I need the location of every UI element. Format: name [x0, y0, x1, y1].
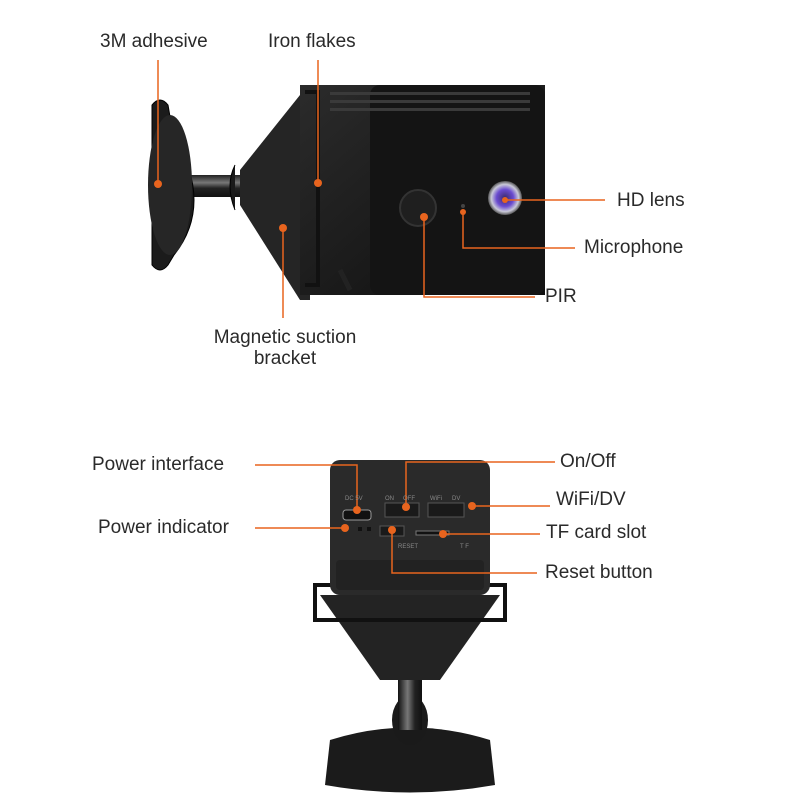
label-power-indicator: Power indicator: [98, 517, 229, 538]
label-wifi-dv: WiFi/DV: [556, 489, 626, 510]
print-reset: RESET: [398, 544, 418, 550]
label-power-interface: Power interface: [92, 454, 225, 475]
label-iron-flakes: Iron flakes: [268, 31, 356, 52]
label-hd-lens: HD lens: [617, 190, 685, 211]
print-dc: DC 5V: [345, 496, 363, 502]
label-magnetic-bracket: Magnetic suction bracket: [195, 327, 375, 370]
callout-dots: [154, 179, 508, 538]
print-tf: T F: [460, 544, 469, 550]
label-on-off: On/Off: [560, 451, 616, 472]
label-magnetic-line2: bracket: [253, 347, 317, 369]
camera-side-view: [148, 85, 545, 300]
print-off: OFF: [403, 496, 415, 502]
print-dv: DV: [452, 496, 460, 502]
label-tf-card-slot: TF card slot: [546, 522, 647, 543]
label-pir: PIR: [545, 286, 577, 307]
label-3m-adhesive: 3M adhesive: [100, 31, 208, 52]
camera-back-view: [313, 460, 507, 793]
print-wifi: WiFi: [430, 496, 442, 502]
print-on: ON: [385, 496, 394, 502]
label-microphone: Microphone: [584, 237, 684, 258]
label-reset-button: Reset button: [545, 562, 653, 583]
device-print: DC 5V ON OFF WiFi DV RESET T F: [345, 496, 469, 550]
callout-lines: [157, 60, 605, 574]
label-magnetic-line1: Magnetic suction: [213, 327, 357, 348]
